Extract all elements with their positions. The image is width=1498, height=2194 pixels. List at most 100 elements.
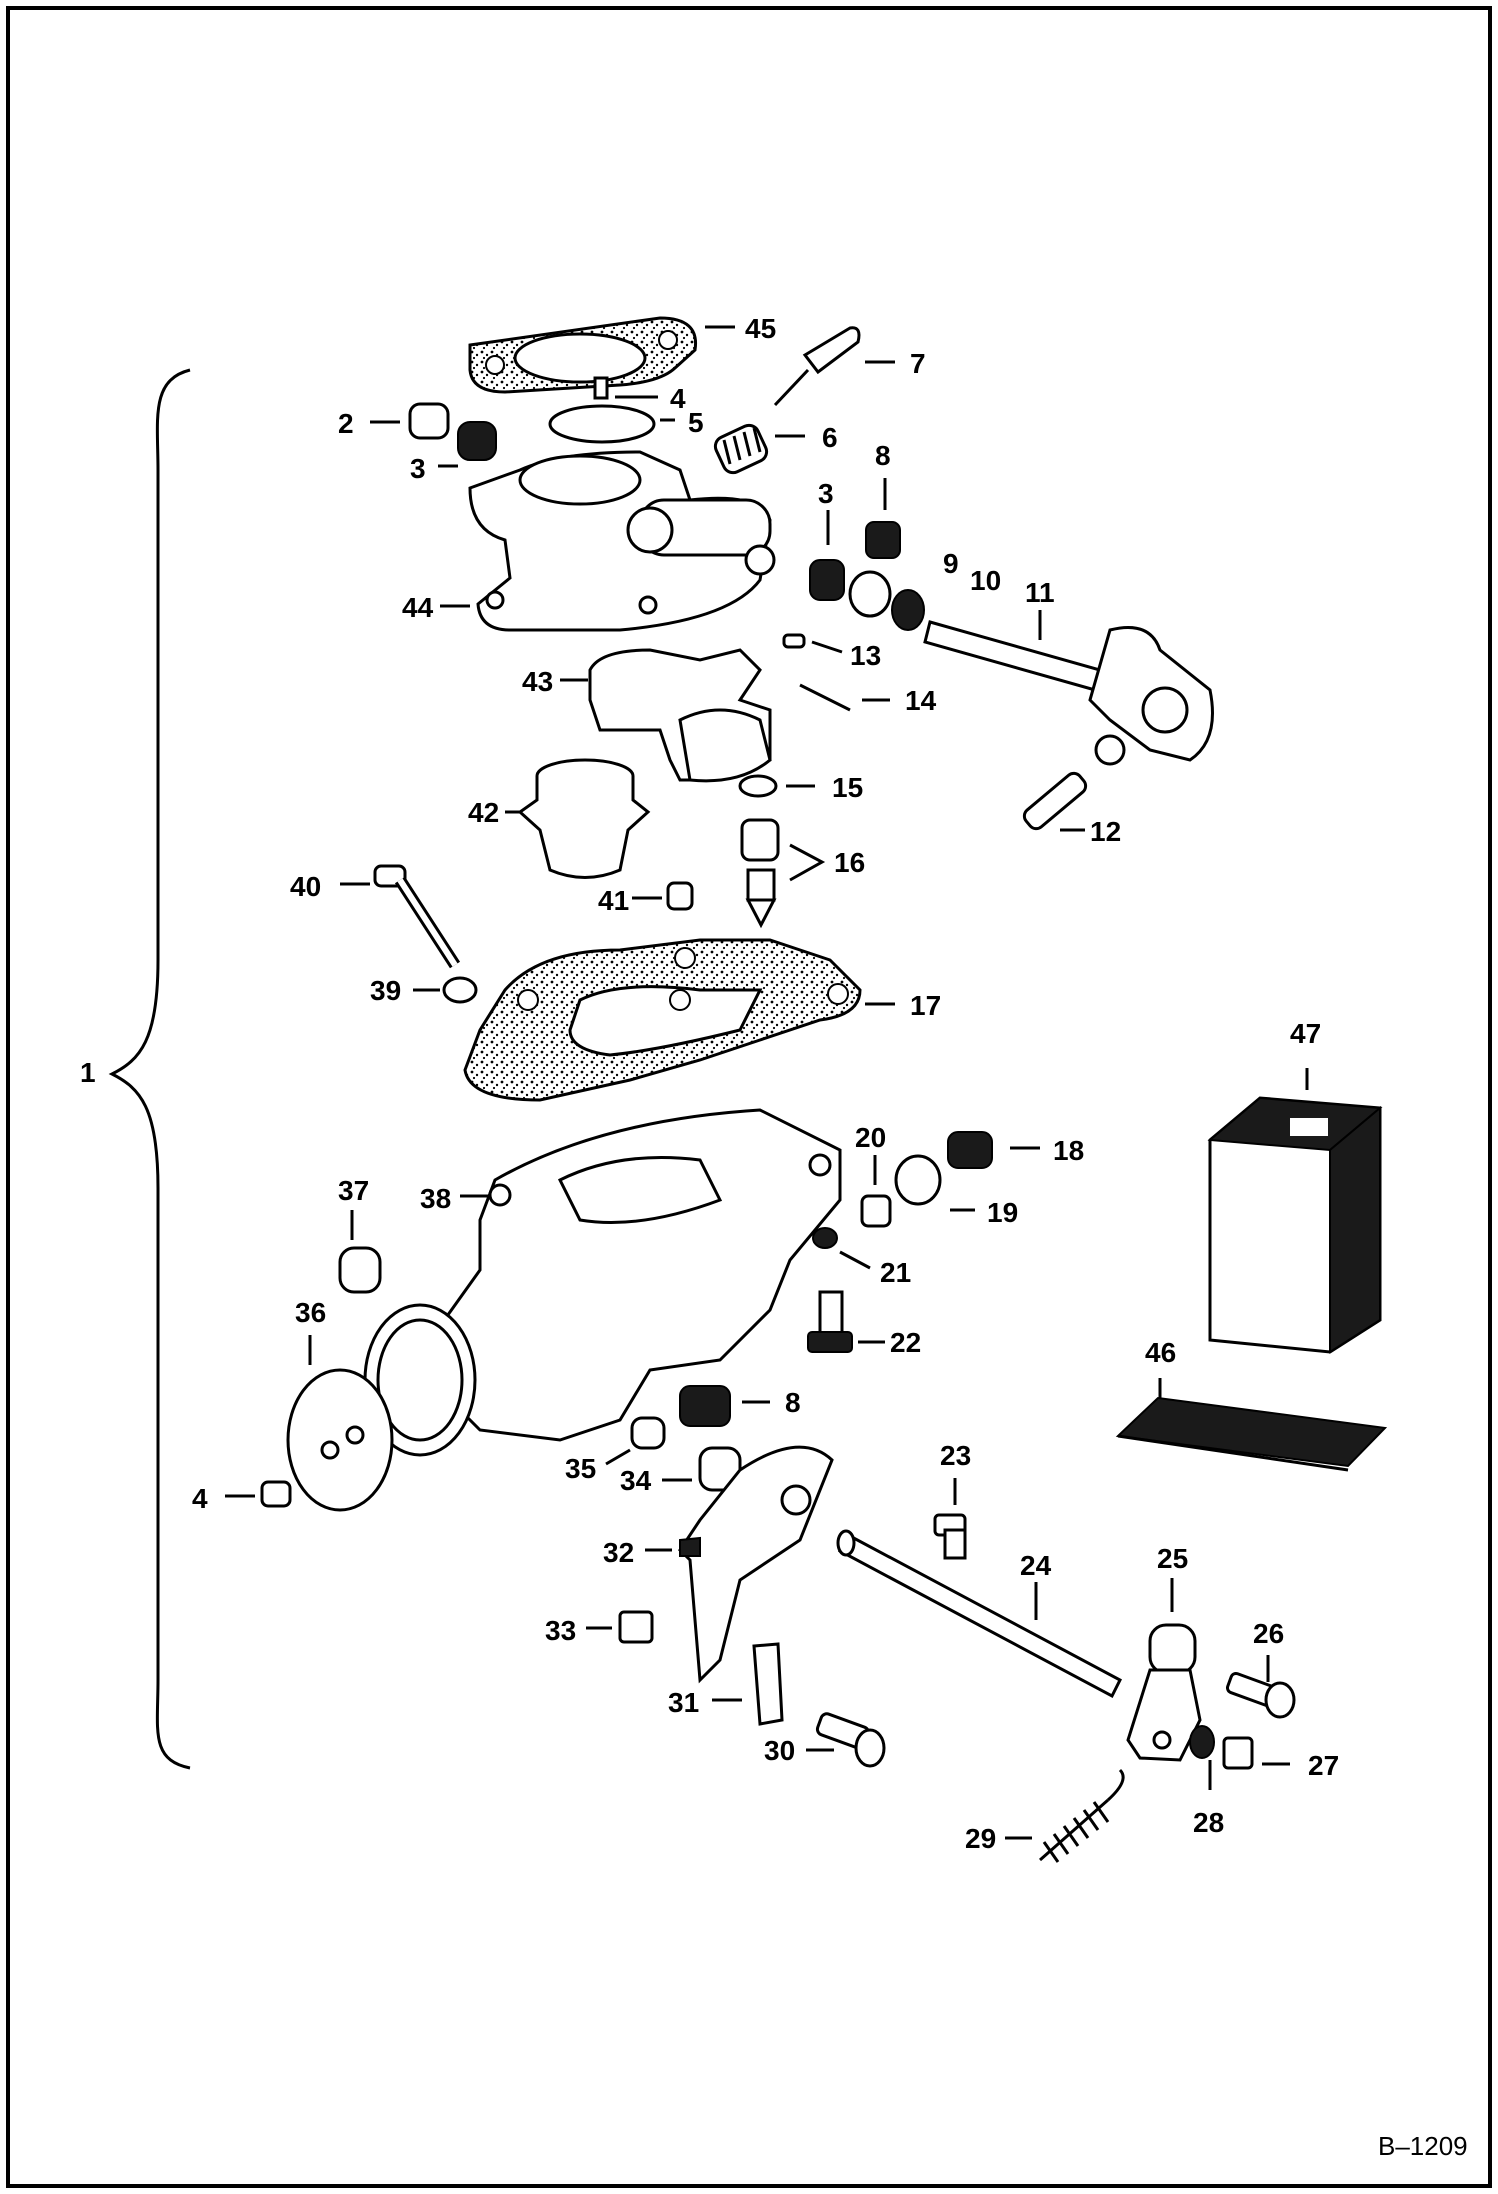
callout-43: 43 [522,666,553,697]
callout-27: 27 [1308,1750,1339,1781]
part-20-jet [860,1194,892,1228]
part-15-o-ring [738,774,778,798]
part-31-clip [752,1642,784,1726]
part-32-lever-plate [678,1445,834,1684]
part-39-ring [442,976,478,1004]
part-26-bolt [1225,1671,1296,1719]
callout-20: 20 [855,1122,886,1153]
part-36-inlet-bore [363,1303,477,1457]
part-23-screw [933,1513,967,1560]
part-18-drain-plug [947,1131,993,1169]
part-4-screw-top [593,376,609,400]
callout-19: 19 [987,1197,1018,1228]
part-8-plug-top [865,521,901,559]
callout-33: 33 [545,1615,576,1646]
callout-25: 25 [1157,1543,1188,1574]
callout-47: 47 [1290,1018,1321,1049]
callout-3b: 3 [818,478,834,509]
part-2-plug [408,402,450,440]
callout-29: 29 [965,1823,996,1854]
callout-24: 24 [1020,1550,1052,1581]
part-29-return-spring [1039,1768,1125,1863]
callout-31: 31 [668,1687,699,1718]
part-16-needle-valve [740,818,780,929]
part-3-seal-right [809,559,845,601]
callout-37: 37 [338,1175,369,1206]
part-9-washer [848,570,892,618]
part-38-carburetor-body [428,1108,842,1442]
part-11-choke-shaft [923,620,1214,766]
callout-16: 16 [834,847,865,878]
part-46-sheet [1115,1396,1388,1472]
part-35-bushing [630,1416,666,1450]
callout-3a: 3 [410,453,426,484]
callout-10: 10 [970,565,1001,596]
part-8-plug-lower [679,1385,731,1427]
callout-38: 38 [420,1183,451,1214]
part-3-seal-left [457,421,497,461]
assembly-brace [108,368,191,1770]
callout-15: 15 [832,772,863,803]
part-7-adjust-needle [773,326,861,407]
callout-5: 5 [688,407,704,438]
callout-46: 46 [1145,1337,1176,1368]
callout-28: 28 [1193,1807,1224,1838]
callout-34: 34 [620,1465,652,1496]
callout-6: 6 [822,422,838,453]
part-21-washer [812,1227,838,1249]
callout-21: 21 [880,1257,911,1288]
callout-35: 35 [565,1453,596,1484]
callout-26: 26 [1253,1618,1284,1649]
part-42-venturi [517,758,651,879]
part-25-throttle-lever [1126,1623,1202,1762]
part-47-kit-box [1207,1096,1383,1354]
callout-32: 32 [603,1537,634,1568]
callout-30: 30 [764,1735,795,1766]
part-14-pin [799,683,851,712]
document-id: B–1209 [1378,2131,1468,2161]
part-37-bushing [338,1246,382,1294]
page-border [6,6,1492,2188]
callout-42: 42 [468,797,499,828]
callout-1: 1 [80,1057,96,1088]
callout-2: 2 [338,408,354,439]
callout-8b: 8 [785,1387,801,1418]
callout-23: 23 [940,1440,971,1471]
callout-11: 11 [1025,577,1055,608]
part-40-pump-pin [373,864,461,969]
part-41-sleeve [666,881,694,911]
callout-7: 7 [910,348,926,379]
part-10-seal [891,589,925,631]
part-28-lock-washer [1189,1725,1215,1759]
callout-36: 36 [295,1297,326,1328]
part-13-screw [782,633,806,649]
callout-13: 13 [850,640,881,671]
callout-41: 41 [598,885,629,916]
part-45-flange-gasket [468,316,698,394]
callout-12: 12 [1090,816,1121,847]
part-43-float [588,648,772,783]
part-6-spring [713,423,769,475]
callout-14: 14 [905,685,937,716]
part-19-washer [894,1154,942,1206]
callout-9: 9 [943,548,959,579]
part-12-screw [1022,771,1088,831]
part-27-nut [1222,1736,1254,1770]
part-36-throttle-plate [286,1368,394,1512]
part-24-throttle-shaft [836,1529,1122,1699]
part-22-screw [807,1290,853,1353]
part-4-screw-lower [260,1480,292,1508]
callout-4b: 4 [192,1483,208,1514]
callout-40: 40 [290,871,321,902]
callout-8a: 8 [875,440,891,471]
callout-44: 44 [402,592,434,623]
part-5-plate [548,404,656,444]
callout-18: 18 [1053,1135,1084,1166]
callout-17: 17 [910,990,941,1021]
part-33-nut [618,1610,654,1644]
part-44-throttle-body-top [468,450,776,632]
callout-4a: 4 [670,383,686,414]
callout-45: 45 [745,313,776,344]
part-17-bowl-gasket [463,938,862,1102]
